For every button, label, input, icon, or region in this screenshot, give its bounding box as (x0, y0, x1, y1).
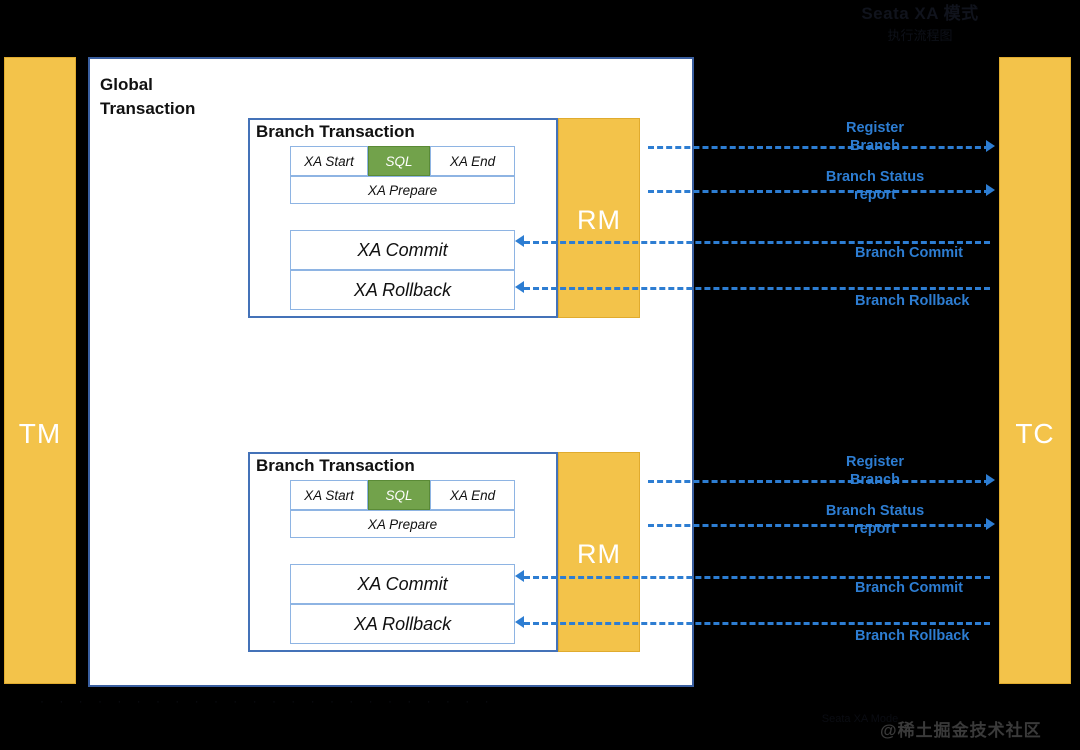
connector-register-branch-1 (648, 146, 990, 149)
bottom-caption: · · · · · · · · · · · · · · · · · · · · … (40, 694, 495, 708)
resource-manager-2: RM (558, 452, 640, 652)
actor-tm: TM (4, 57, 76, 684)
message-line2: report (854, 521, 896, 537)
message-branch-status-2: Branch Status report (790, 502, 960, 538)
sql-cell: SQL (368, 146, 430, 176)
xa-phase-row: XA Start SQL XA End (290, 480, 515, 510)
message-branch-commit-2: Branch Commit (855, 579, 1005, 597)
arrow-branch-rollback-2 (515, 616, 524, 628)
message-line2: report (854, 187, 896, 203)
message-line2: Branch (850, 138, 900, 154)
message-register-branch-2: Register Branch (800, 453, 950, 489)
xa-start-cell: XA Start (290, 480, 368, 510)
arrow-register-branch-2 (986, 474, 995, 486)
arrow-register-branch-1 (986, 140, 995, 152)
actor-tc-label: TC (1015, 418, 1055, 449)
message-branch-rollback-2: Branch Rollback (855, 627, 1015, 645)
xa-end-cell: XA End (430, 480, 515, 510)
message-line1: Branch Status (825, 169, 925, 185)
message-line1: Register (845, 120, 905, 136)
message-line1: Branch Rollback (855, 628, 970, 644)
connector-branch-status-1 (648, 190, 990, 193)
xa-prepare-cell: XA Prepare (290, 510, 515, 538)
global-title-line1: Global (100, 75, 153, 94)
sql-cell: SQL (368, 480, 430, 510)
connector-branch-status-2 (648, 524, 990, 527)
arrow-branch-commit-1 (515, 235, 524, 247)
message-line1: Branch Rollback (855, 293, 970, 309)
message-line1: Register (845, 454, 905, 470)
global-transaction-title: Global Transaction (100, 73, 195, 121)
message-branch-status-1: Branch Status report (790, 168, 960, 204)
message-line1: Branch Commit (855, 580, 963, 596)
message-line2: Branch (850, 472, 900, 488)
bottom-subcaption: Seata XA Mode (821, 713, 899, 725)
arrow-branch-rollback-1 (515, 281, 524, 293)
branch-transaction-box: Branch Transaction XA Start SQL XA End X… (248, 452, 558, 652)
watermark: @稀土掘金技术社区 (880, 721, 1042, 740)
message-line1: Branch Status (825, 503, 925, 519)
message-register-branch-1: Register Branch (800, 119, 950, 155)
arrow-branch-status-1 (986, 184, 995, 196)
connector-branch-rollback-1 (524, 287, 990, 290)
xa-rollback-cell: XA Rollback (290, 604, 515, 644)
message-branch-commit-1: Branch Commit (855, 244, 1005, 262)
resource-manager-label: RM (577, 539, 621, 569)
branch-transaction-title: Branch Transaction (256, 122, 415, 141)
top-strip (0, 28, 1080, 50)
arrow-branch-commit-2 (515, 570, 524, 582)
connector-branch-rollback-2 (524, 622, 990, 625)
message-line1: Branch Commit (855, 245, 963, 261)
xa-phase-row: XA Start SQL XA End (290, 146, 515, 176)
xa-rollback-cell: XA Rollback (290, 270, 515, 310)
xa-commit-cell: XA Commit (290, 564, 515, 604)
actor-tc: TC (999, 57, 1071, 684)
xa-prepare-cell: XA Prepare (290, 176, 515, 204)
branch-transaction-box: Branch Transaction XA Start SQL XA End X… (248, 118, 558, 318)
connector-register-branch-2 (648, 480, 990, 483)
resource-manager-1: RM (558, 118, 640, 318)
xa-commit-cell: XA Commit (290, 230, 515, 270)
arrow-branch-status-2 (986, 518, 995, 530)
xa-start-cell: XA Start (290, 146, 368, 176)
branch-transaction-title: Branch Transaction (256, 456, 415, 475)
resource-manager-label: RM (577, 205, 621, 235)
actor-tm-label: TM (18, 418, 62, 449)
slide-subtitle: 执行流程图 (887, 28, 953, 43)
slide-title: Seata XA 模式 (861, 4, 979, 23)
xa-end-cell: XA End (430, 146, 515, 176)
global-title-line2: Transaction (100, 99, 196, 118)
connector-branch-commit-2 (524, 576, 990, 579)
message-branch-rollback-1: Branch Rollback (855, 292, 1015, 310)
connector-branch-commit-1 (524, 241, 990, 244)
